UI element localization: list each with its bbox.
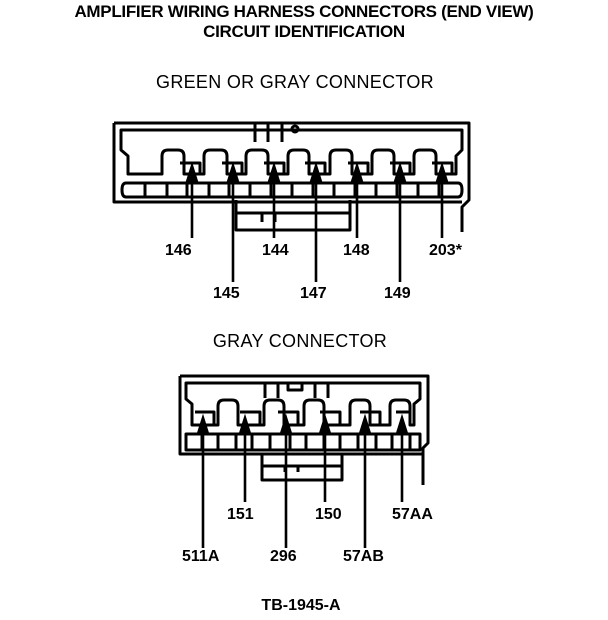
connector-1-rail — [120, 181, 464, 199]
connector-2-housing — [178, 374, 430, 485]
connector-2-rail — [184, 432, 422, 452]
circuit-label-296: 296 — [270, 548, 297, 565]
diagram-subtitle: CIRCUIT IDENTIFICATION — [203, 22, 405, 41]
connector-2-title: GRAY CONNECTOR — [212, 331, 388, 351]
circuit-label-144: 144 — [262, 242, 289, 259]
connector-2-cavities — [184, 381, 422, 427]
circuit-label-150: 150 — [315, 506, 342, 523]
circuit-label-203: 203* — [429, 242, 462, 259]
circuit-label-511A: 511A — [182, 548, 220, 565]
circuit-label-145: 145 — [213, 285, 240, 302]
connector-1-title: GREEN OR GRAY CONNECTOR — [156, 72, 434, 92]
diagram-title: AMPLIFIER WIRING HARNESS CONNECTORS (END… — [74, 2, 534, 21]
connector-1-cavities — [119, 128, 464, 176]
circuit-label-148: 148 — [343, 242, 370, 259]
circuit-label-149: 149 — [384, 285, 411, 302]
figure-code: TB-1945-A — [261, 597, 341, 614]
circuit-label-146: 146 — [165, 242, 192, 259]
circuit-label-151: 151 — [227, 506, 254, 523]
circuit-label-57AB: 57AB — [343, 548, 384, 565]
connector-1-housing — [112, 121, 471, 232]
circuit-label-147: 147 — [300, 285, 327, 302]
circuit-label-57AA: 57AA — [392, 506, 433, 523]
